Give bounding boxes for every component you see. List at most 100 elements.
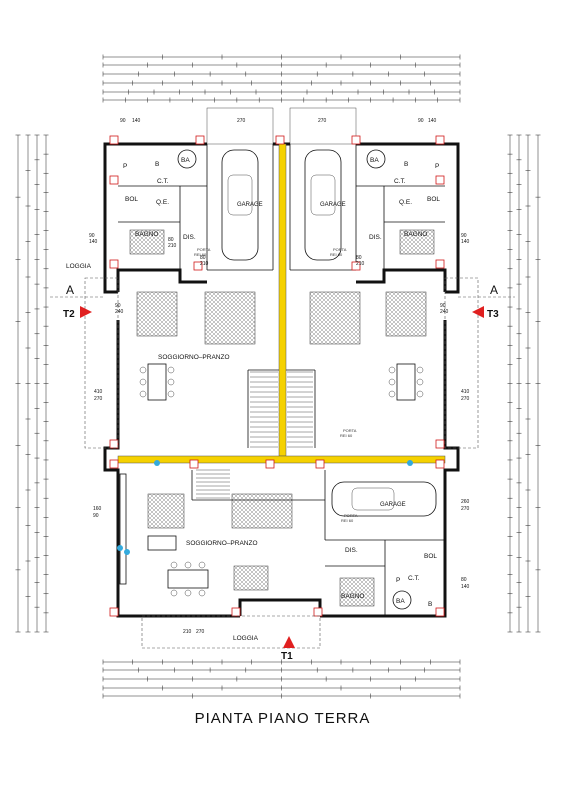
bagno-tile-right — [399, 229, 435, 255]
dim-label: 140 — [89, 239, 98, 245]
dim-label: 270 — [196, 629, 205, 635]
pillar — [109, 175, 119, 185]
label-bagno-left: BAGNO — [135, 231, 158, 238]
pillar — [435, 259, 445, 269]
fixture-marker — [154, 460, 160, 466]
section-marker-t1 — [283, 636, 295, 648]
label-bagno-bottom: BAGNO — [341, 593, 364, 600]
label-p-bottom: P — [396, 577, 400, 584]
dim-label: 270 — [237, 118, 246, 124]
kitchen-counter — [119, 473, 127, 585]
fixture-marker — [117, 545, 123, 551]
pillar — [435, 439, 445, 449]
pillar — [109, 459, 119, 469]
dim-label: 90 — [89, 233, 95, 239]
section-letter-right: A — [490, 283, 498, 297]
label-dis-left: DIS. — [183, 234, 196, 241]
label-ct-right: C.T. — [394, 178, 406, 185]
dim-label: 90 — [93, 513, 99, 519]
label-p-left: P — [123, 163, 127, 170]
section-letter-left: A — [66, 283, 74, 297]
dim-label: 140 — [461, 584, 470, 590]
label-porta-left: PORTA — [197, 247, 211, 252]
pillar — [275, 135, 285, 145]
pillar — [435, 175, 445, 185]
label-qe-right: Q.E. — [399, 199, 412, 206]
section-label-t1: T1 — [281, 651, 293, 662]
pillar — [109, 259, 119, 269]
fixture-marker — [407, 460, 413, 466]
label-loggia-bottom: LOGGIA — [233, 635, 259, 642]
dim-label: 410 — [461, 389, 470, 395]
label-bol-bottom: BOL — [424, 553, 437, 560]
central-staircase — [196, 371, 313, 499]
dining-table-bottom — [167, 561, 209, 597]
label-b-left: B — [155, 161, 159, 168]
dim-label: 90 — [461, 233, 467, 239]
dim-label: 90 — [120, 118, 126, 124]
rug-bottom — [231, 493, 293, 529]
dim-label: 410 — [94, 389, 103, 395]
rug-right — [309, 291, 361, 345]
dim-label: 140 — [428, 118, 437, 124]
label-qe-left: Q.E. — [156, 199, 169, 206]
label-dis-right: DIS. — [369, 234, 382, 241]
label-b-bottom: B — [428, 601, 432, 608]
label-ct-bottom: C.T. — [408, 575, 420, 582]
label-ba-bottom: BA — [396, 598, 405, 605]
car-icon — [304, 149, 342, 261]
label-soggiorno-bottom: SOGGIORNO–PRANZO — [186, 540, 258, 547]
dim-label: 210 — [200, 261, 209, 267]
pillar — [109, 607, 119, 617]
dim-label: 80 — [356, 255, 362, 261]
car-icon — [221, 149, 259, 261]
dining-table-left — [139, 363, 175, 401]
right-dimension-chain — [507, 134, 541, 633]
rug-left — [204, 291, 256, 345]
label-porta-center: PORTA — [343, 428, 357, 433]
fixture-marker — [124, 549, 130, 555]
dining-table-right — [388, 363, 424, 401]
dim-label: 80 — [461, 577, 467, 583]
pillar — [193, 261, 203, 271]
pillar — [109, 439, 119, 449]
cooktop — [147, 535, 177, 551]
label-rei-left: REI 60 — [194, 252, 207, 257]
car-icon — [331, 481, 437, 517]
dim-label: 90 — [418, 118, 424, 124]
pillar — [195, 135, 205, 145]
dim-label: 270 — [461, 396, 470, 402]
label-soggiorno-top: SOGGIORNO–PRANZO — [158, 354, 230, 361]
loggia-outline-bottom — [141, 615, 321, 649]
label-rei-right: REI 60 — [330, 252, 343, 257]
pillar — [189, 459, 199, 469]
loggia-outline-right — [444, 277, 479, 449]
dim-label: 270 — [318, 118, 327, 124]
dim-label: 260 — [461, 499, 470, 505]
dim-label: 80 — [168, 237, 174, 243]
label-ct-left: C.T. — [157, 178, 169, 185]
dim-label: 240 — [440, 309, 449, 315]
dim-label: 270 — [94, 396, 103, 402]
label-loggia-left: LOGGIA — [66, 263, 92, 270]
label-garage-bottom: GARAGE — [380, 502, 406, 508]
section-label-t2: T2 — [63, 309, 75, 320]
dim-label: 90 — [115, 303, 121, 309]
label-ba-right: BA — [370, 157, 379, 164]
loggia-outline-left — [84, 277, 119, 449]
dim-label: 160 — [93, 506, 102, 512]
label-bol-right: BOL — [427, 196, 440, 203]
inner-walls — [118, 144, 445, 616]
label-bol-left: BOL — [125, 196, 138, 203]
structural-pillars — [109, 135, 445, 617]
dim-label: 210 — [183, 629, 192, 635]
pillar — [315, 459, 325, 469]
dim-label: 210 — [356, 261, 365, 267]
pillar — [351, 261, 361, 271]
dim-label: 270 — [461, 506, 470, 512]
pillar — [435, 135, 445, 145]
label-bagno-right: BAGNO — [404, 231, 427, 238]
entry-tile-left — [136, 291, 178, 337]
entry-tile-right — [385, 291, 427, 337]
